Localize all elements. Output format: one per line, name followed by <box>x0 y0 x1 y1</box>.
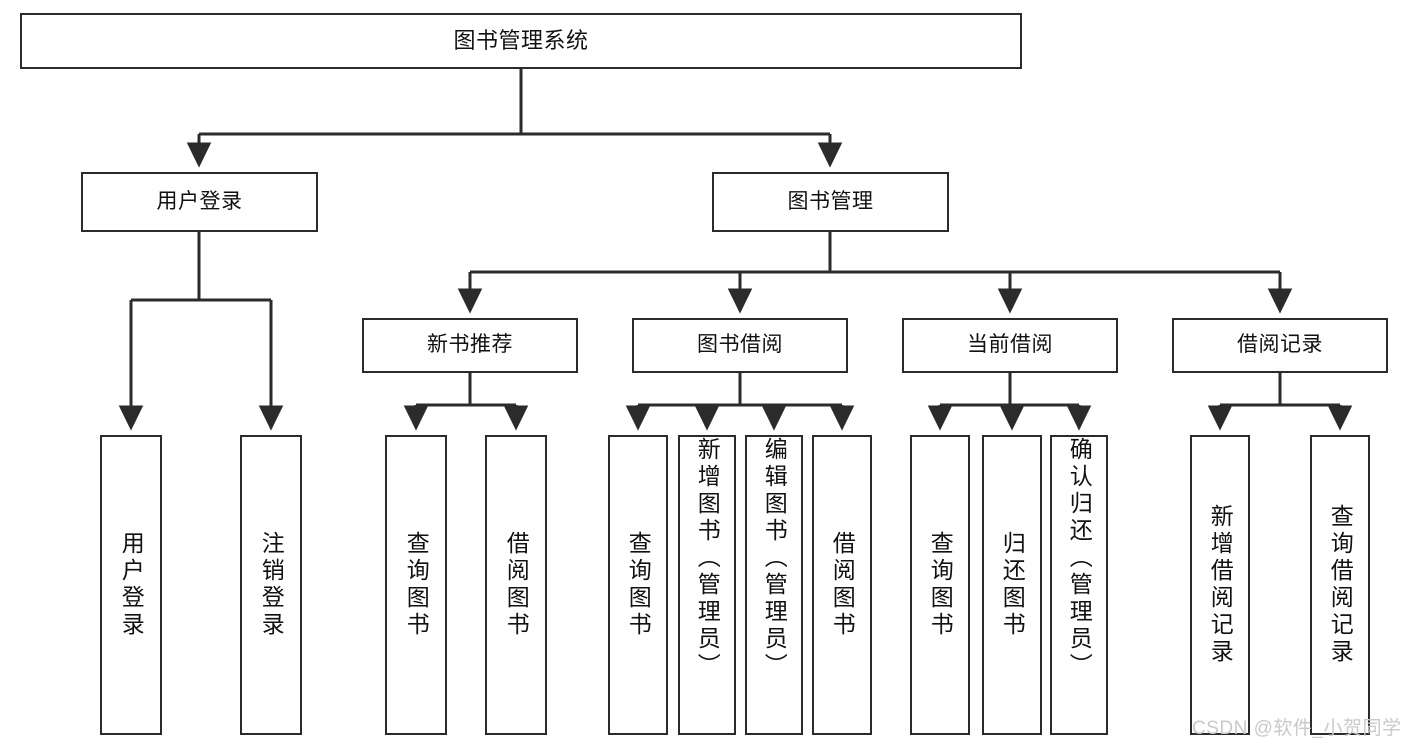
user-login-label: 用户登录 <box>156 189 243 213</box>
leaf-return-book[interactable]: 归还图书 <box>982 435 1042 735</box>
leaf-add-record-label: 新增借阅记录 <box>1207 504 1234 666</box>
leaf-query-book-3-label: 查询图书 <box>927 531 954 639</box>
edge-currentborrow-to-leaves <box>927 373 1092 431</box>
book-management-label: 图书管理 <box>787 189 874 213</box>
root[interactable]: 图书管理系统 <box>20 13 1022 69</box>
leaf-user-login[interactable]: 用户登录 <box>100 435 162 735</box>
leaf-query-record[interactable]: 查询借阅记录 <box>1310 435 1370 735</box>
new-book-recommend-label: 新书推荐 <box>427 333 513 357</box>
borrow-record[interactable]: 借阅记录 <box>1172 318 1388 373</box>
leaf-add-book-label: 新增图书（管理员） <box>694 437 721 680</box>
leaf-query-book-1[interactable]: 查询图书 <box>385 435 447 735</box>
csdn-watermark: CSDN @软件_小贺同学 <box>1192 718 1402 739</box>
borrow-record-label: 借阅记录 <box>1237 333 1323 357</box>
edge-bookmanagement-to-level2 <box>457 232 1293 314</box>
book-borrow[interactable]: 图书借阅 <box>632 318 848 373</box>
leaf-query-book-2[interactable]: 查询图书 <box>608 435 668 735</box>
leaf-query-record-label: 查询借阅记录 <box>1327 504 1354 666</box>
leaf-add-book[interactable]: 新增图书（管理员） <box>678 435 736 735</box>
edge-newbook-to-leaves <box>403 373 529 431</box>
edge-bookborrow-to-leaves <box>625 373 855 431</box>
leaf-borrow-book-1-label: 借阅图书 <box>503 531 530 639</box>
leaf-edit-book[interactable]: 编辑图书（管理员） <box>745 435 803 735</box>
leaf-user-login-label: 用户登录 <box>118 531 145 639</box>
book-management[interactable]: 图书管理 <box>712 172 949 232</box>
edge-userlogin-to-leaves <box>118 232 284 431</box>
book-borrow-label: 图书借阅 <box>697 333 783 357</box>
edge-root-to-level1 <box>186 69 843 168</box>
new-book-recommend[interactable]: 新书推荐 <box>362 318 578 373</box>
leaf-query-book-3[interactable]: 查询图书 <box>910 435 970 735</box>
leaf-borrow-book-2[interactable]: 借阅图书 <box>812 435 872 735</box>
leaf-query-book-2-label: 查询图书 <box>625 531 652 639</box>
leaf-borrow-book-2-label: 借阅图书 <box>829 531 856 639</box>
root-label: 图书管理系统 <box>453 28 589 54</box>
current-borrow[interactable]: 当前借阅 <box>902 318 1118 373</box>
leaf-query-book-1-label: 查询图书 <box>403 531 430 639</box>
leaf-confirm-return[interactable]: 确认归还（管理员） <box>1050 435 1108 735</box>
leaf-return-book-label: 归还图书 <box>999 531 1026 639</box>
user-login[interactable]: 用户登录 <box>81 172 318 232</box>
leaf-edit-book-label: 编辑图书（管理员） <box>761 437 788 680</box>
leaf-logout-label: 注销登录 <box>258 531 285 639</box>
current-borrow-label: 当前借阅 <box>967 333 1053 357</box>
leaf-borrow-book-1[interactable]: 借阅图书 <box>485 435 547 735</box>
leaf-confirm-return-label: 确认归还（管理员） <box>1066 437 1093 680</box>
edge-borrowrecord-to-leaves <box>1207 373 1353 431</box>
leaf-add-record[interactable]: 新增借阅记录 <box>1190 435 1250 735</box>
leaf-logout[interactable]: 注销登录 <box>240 435 302 735</box>
